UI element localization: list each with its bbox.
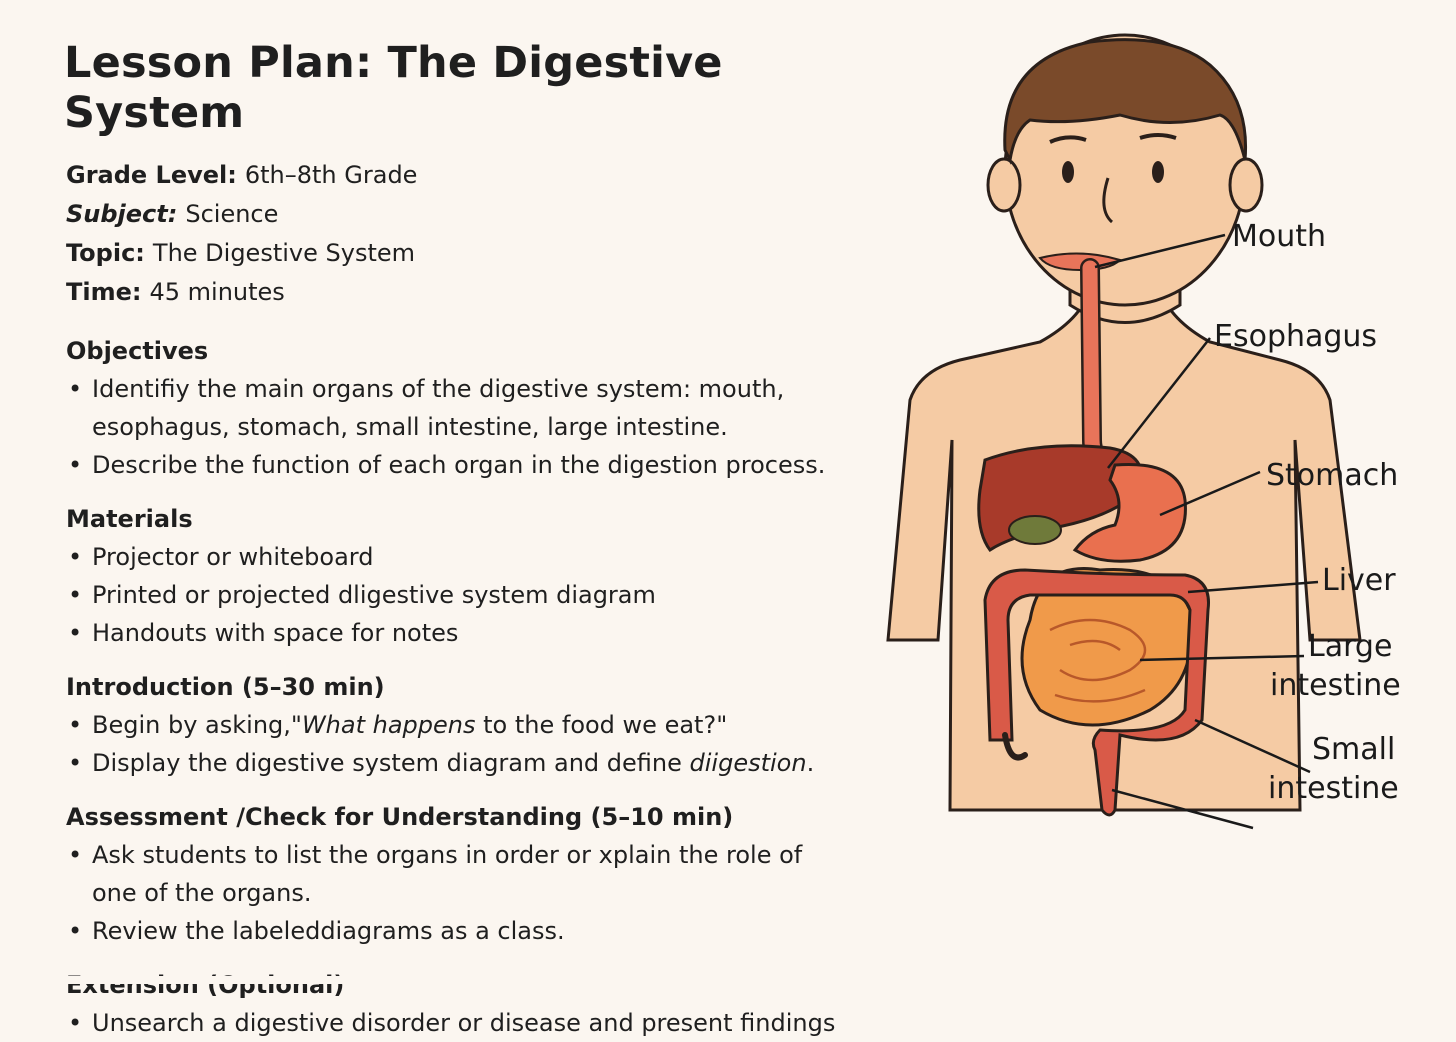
introduction-list: Begin by asking,"What happens to the foo… [66,706,886,782]
stomach-organ [1072,462,1187,563]
list-item: Identifiy the main organs of the digesti… [66,370,886,408]
time-value: 45 minutes [149,278,285,306]
intro-item1-suffix: to the food we eat?" [475,711,728,739]
list-item: Begin by asking,"What happens to the foo… [66,706,886,744]
small-intestine-coils [1049,618,1147,703]
extension-heading: Extension (Optional) [66,971,345,999]
introduction-heading: Introduction (5–30 min) [66,673,385,701]
intro-item2-prefix: Display the digestive system diagram and… [92,749,690,777]
label-small-intestine-line1: Small [1312,732,1396,767]
list-item: Review the labeleddiagrams as a class. [66,912,886,950]
intro-item2-italic: diigestion [689,749,807,777]
right-eye [1152,161,1164,183]
lesson-plan-page: Lesson Plan: The Digestive System Grade … [0,0,1456,984]
time-label: Time: [66,278,142,306]
large-intestine-leader [1139,654,1305,662]
page-title: Lesson Plan: The Digestive System [64,38,723,138]
list-item: Printed or projected dligestive system d… [66,576,886,614]
list-item-continuation: one of the organs. [92,879,312,907]
stomach-leader [1159,470,1261,517]
grade-level-label: Grade Level: [66,161,237,189]
digestive-system-illustration [886,33,1362,830]
list-item: Ask students to list the organs in order… [66,836,886,874]
assessment-heading: Assessment /Check for Understanding (5–1… [66,803,734,831]
left-ear [986,157,1022,213]
label-large-intestine-line1: Large [1308,629,1393,664]
left-eyebrow [1049,135,1087,144]
topic-value: The Digestive System [152,239,415,267]
bottom-crop-edge [0,976,1456,984]
small-intestine-leader [1194,718,1311,774]
label-liver: Liver [1322,563,1396,598]
esophagus-leader [1107,337,1211,469]
materials-list: Projector or whiteboard Printed or proje… [66,538,886,652]
right-ear [1228,157,1264,213]
objectives-heading: Objectives [66,337,209,365]
appendix-organ [1002,732,1028,761]
right-eyebrow [1139,133,1177,140]
list-item: Projector or whiteboard [66,538,886,576]
materials-heading: Materials [66,505,193,533]
rectum-leader [1111,788,1254,830]
intro-item1-italic: What happens [301,711,476,739]
grade-level-value: 6th–8th Grade [244,161,418,189]
mouth-leader [1094,233,1226,269]
left-eye [1062,161,1074,183]
list-item: Unsearch a digestive disorder or disease… [66,1004,886,1042]
gallbladder-organ [1008,515,1062,545]
grade-level-line: Grade Level:6th–8th Grade [66,156,886,195]
objectives-list: Identifiy the main organs of the digesti… [66,370,886,484]
subject-line: Subject:Science [66,195,886,234]
time-line: Time:45 minutes [66,273,886,312]
subject-label: Subject: [66,200,178,228]
hair [1003,38,1248,165]
extension-list: Unsearch a digestive disorder or disease… [66,1004,886,1042]
intro-item1-prefix: Begin by asking," [92,711,302,739]
lesson-text-column: Lesson Plan: The Digestive System Grade … [64,38,886,1042]
assessment-list: Ask students to list the organs in order… [66,836,886,950]
label-large-intestine-line2: intestine [1270,668,1401,703]
topic-label: Topic: [66,239,145,267]
intro-item2-suffix: . [806,749,815,777]
list-item-continuation: esophagus, stomach, small intestine, lar… [92,413,728,441]
large-intestine-organ [983,568,1211,817]
list-item: Display the digestive system diagram and… [66,744,886,782]
liver-leader [1187,580,1319,594]
label-small-intestine-line2: intestine [1268,771,1399,806]
topic-line: Topic:The Digestive System [66,234,886,273]
subject-value: Science [185,200,279,228]
list-item: Handouts with space for notes [66,614,886,652]
nose [1102,177,1114,224]
label-stomach: Stomach [1266,458,1399,493]
list-item: Describe the function of each organ in t… [66,446,886,484]
label-mouth: Mouth [1232,219,1327,254]
label-esophagus: Esophagus [1214,319,1378,354]
